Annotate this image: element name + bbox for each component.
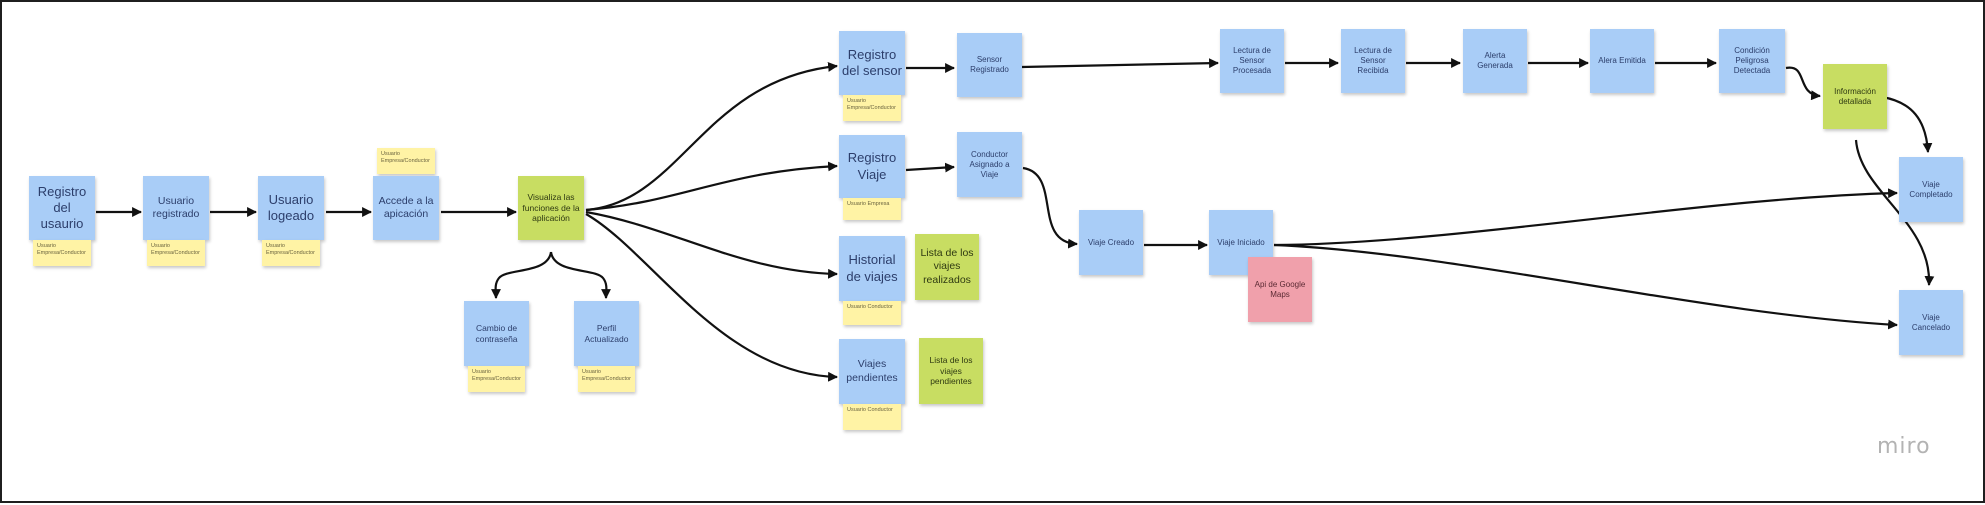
- note-registro-viaje[interactable]: Registro Viaje: [839, 135, 905, 198]
- note-usuario-logeado[interactable]: Usuario logeado: [258, 176, 324, 240]
- note-registro-sensor[interactable]: Registro del sensor: [839, 31, 905, 95]
- note-alerta-generada[interactable]: Alerta Generada: [1463, 29, 1527, 93]
- note-viaje-creado[interactable]: Viaje Creado: [1079, 210, 1143, 275]
- note-perfil-actualizado[interactable]: Perfil Actualizado: [574, 301, 639, 366]
- arrow-iniciado-to-cancelado: [1273, 243, 1898, 330]
- note-usuario-registrado[interactable]: Usuario registrado: [143, 176, 209, 240]
- note-accede-aplicacion[interactable]: Accede a la apicación: [373, 176, 439, 240]
- note-viaje-cancelado[interactable]: Viaje Cancelado: [1899, 290, 1963, 355]
- arrow-sensor-to-lectura-procesada: [1021, 58, 1219, 69]
- arrow-informacion-to-completado: [1881, 95, 1933, 153]
- actor-cambio-contrasena[interactable]: Usuario Empresa/Conductor: [468, 366, 525, 392]
- actor-usuario-registrado[interactable]: Usuario Empresa/Conductor: [147, 240, 205, 266]
- actor-usuario-logeado[interactable]: Usuario Empresa/Conductor: [262, 240, 320, 266]
- note-historial-viajes[interactable]: Historial de viajes: [839, 236, 905, 301]
- arrow-registro-viaje-to-conductor: [905, 162, 955, 173]
- arrow-visualiza-to-registro-viaje: [585, 161, 838, 212]
- actor-perfil-actualizado[interactable]: Usuario Empresa/Conductor: [578, 366, 635, 392]
- note-lectura-procesada[interactable]: Lectura de Sensor Procesada: [1220, 29, 1284, 93]
- actor-accede-aplicacion[interactable]: Usuario Empresa/Conductor: [377, 148, 435, 174]
- arrow-visualiza-to-perfil: [549, 251, 611, 299]
- note-informacion-detallada[interactable]: Información detallada: [1823, 64, 1887, 129]
- arrow-condicion-to-informacion: [1785, 66, 1821, 101]
- note-sensor-registrado[interactable]: Sensor Registrado: [957, 33, 1022, 97]
- note-viajes-pendientes[interactable]: Viajes pendientes: [839, 339, 905, 404]
- note-lectura-recibida[interactable]: Lectura de Sensor Recibida: [1341, 29, 1405, 93]
- note-cambio-contrasena[interactable]: Cambio de contraseña: [464, 301, 529, 366]
- note-registro-usuario[interactable]: Registro del usaurio: [29, 176, 95, 240]
- arrow-visualiza-to-registro-sensor: [585, 62, 838, 212]
- note-conductor-asignado[interactable]: Conductor Asignado a Viaje: [957, 132, 1022, 197]
- actor-historial-viajes[interactable]: Usuario Conductor: [843, 301, 901, 325]
- note-api-google-maps[interactable]: Api de Google Maps: [1248, 257, 1312, 322]
- actor-viajes-pendientes[interactable]: Usuario Conductor: [843, 404, 901, 430]
- note-lista-pendientes[interactable]: Lista de los viajes pendientes: [919, 338, 983, 404]
- miro-logo: miro: [1877, 434, 1931, 459]
- note-condicion-peligrosa[interactable]: Condición Peligrosa Detectada: [1719, 29, 1785, 93]
- arrow-visualiza-to-cambio: [491, 251, 553, 299]
- note-lista-realizados[interactable]: Lista de los viajes realizados: [915, 234, 979, 300]
- arrow-iniciado-to-completado: [1273, 188, 1898, 247]
- actor-registro-usuario[interactable]: Usuario Empresa/Conductor: [33, 240, 91, 266]
- arrow-conductor-to-viaje-creado: [1022, 166, 1078, 249]
- actor-registro-viaje[interactable]: Usuario Empresa: [843, 198, 901, 220]
- note-viaje-completado[interactable]: Viaje Completado: [1899, 157, 1963, 222]
- actor-registro-sensor[interactable]: Usuario Empresa/Conductor: [843, 95, 901, 121]
- note-visualiza-funciones[interactable]: Visualiza las funciones de la aplicación: [518, 176, 584, 240]
- note-alerta-emitida[interactable]: Alera Emitida: [1590, 29, 1654, 93]
- arrow-visualiza-to-historial: [585, 210, 838, 279]
